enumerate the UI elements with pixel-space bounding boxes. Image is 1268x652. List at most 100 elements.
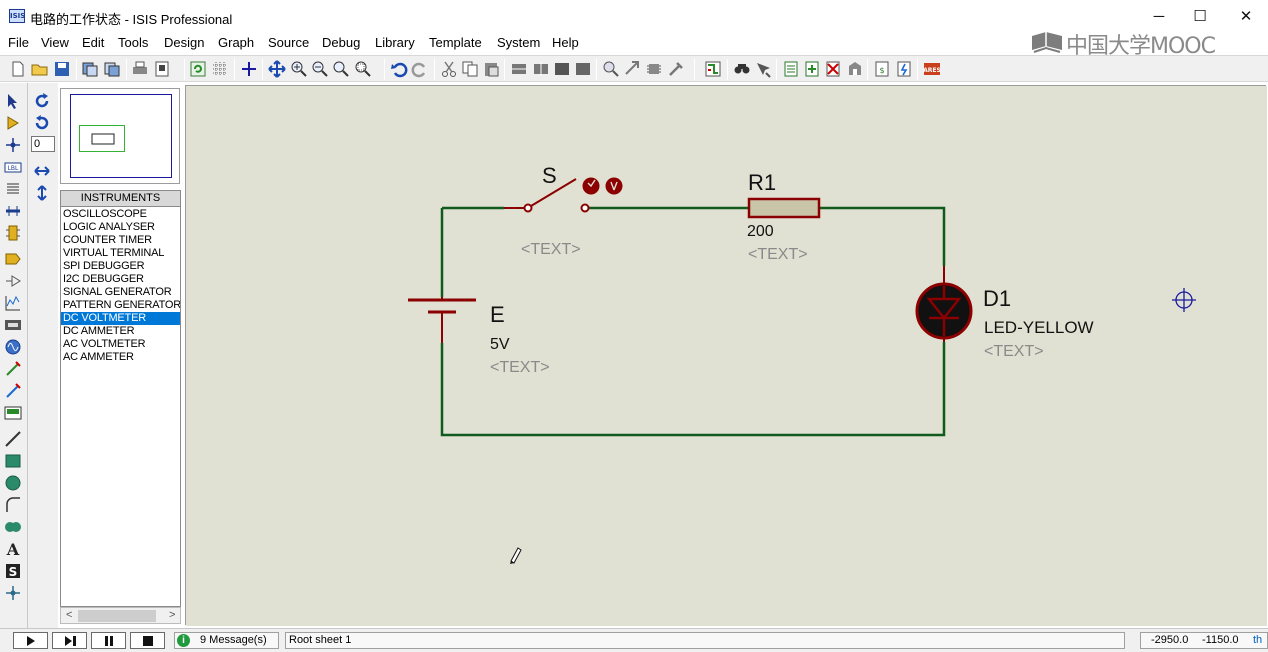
wire-label-icon[interactable]: LBL bbox=[4, 158, 22, 176]
wire-resistor-led[interactable] bbox=[819, 206, 946, 266]
component-mode-icon[interactable] bbox=[4, 114, 22, 132]
copy-icon[interactable] bbox=[461, 60, 479, 78]
zoom-in-icon[interactable] bbox=[290, 60, 308, 78]
zoom-out-icon[interactable] bbox=[311, 60, 329, 78]
step-button[interactable] bbox=[52, 632, 87, 649]
voltage-probe-icon[interactable] bbox=[4, 360, 22, 378]
paste-icon[interactable] bbox=[482, 60, 500, 78]
grid-icon[interactable] bbox=[211, 60, 229, 78]
menu-graph[interactable]: Graph bbox=[218, 35, 255, 50]
list-item-logic-analyser[interactable]: LOGIC ANALYSER bbox=[63, 221, 155, 233]
line-tool-icon[interactable] bbox=[4, 430, 22, 448]
refresh-icon[interactable] bbox=[189, 60, 207, 78]
led-component[interactable]: D1 LED-YELLOW <TEXT> bbox=[915, 266, 1094, 360]
scroll-left-arrow[interactable]: < bbox=[66, 609, 73, 621]
zoom-area-icon[interactable] bbox=[354, 60, 372, 78]
current-probe-icon[interactable] bbox=[4, 382, 22, 400]
menu-library[interactable]: Library bbox=[375, 35, 415, 50]
menu-view[interactable]: View bbox=[41, 35, 69, 50]
messages-indicator[interactable]: i 9 Message(s) bbox=[174, 632, 279, 649]
menu-debug[interactable]: Debug bbox=[322, 35, 361, 50]
resistor-component[interactable]: R1 200 <TEXT> bbox=[747, 170, 821, 263]
minimize-button[interactable]: ─ bbox=[1153, 8, 1165, 25]
redo-icon[interactable] bbox=[411, 60, 429, 78]
ares-icon[interactable]: ARES bbox=[923, 60, 941, 78]
new-sheet-icon[interactable] bbox=[782, 60, 800, 78]
coord-unit[interactable]: th bbox=[1253, 634, 1263, 646]
origin-marker-icon[interactable] bbox=[1172, 288, 1196, 312]
list-item-virtual-terminal[interactable]: VIRTUAL TERMINAL bbox=[63, 247, 165, 259]
menu-tools[interactable]: Tools bbox=[118, 35, 149, 50]
rotation-angle-input[interactable]: 0 bbox=[31, 136, 55, 152]
area-icon[interactable] bbox=[153, 60, 171, 78]
play-button[interactable] bbox=[13, 632, 48, 649]
generator-mode-icon[interactable] bbox=[4, 338, 22, 356]
circle-tool-icon[interactable] bbox=[4, 474, 22, 492]
list-item-dc-voltmeter-selected[interactable]: DC VOLTMETER bbox=[61, 312, 180, 325]
menu-design[interactable]: Design bbox=[164, 35, 205, 50]
junction-dot-icon[interactable] bbox=[4, 136, 22, 154]
virtual-instrument-icon[interactable] bbox=[4, 404, 22, 422]
cut-icon[interactable] bbox=[440, 60, 458, 78]
undo-icon[interactable] bbox=[390, 60, 408, 78]
overview-window[interactable] bbox=[60, 88, 180, 184]
device-pins-icon[interactable] bbox=[4, 272, 22, 290]
close-button[interactable]: ✕ bbox=[1239, 8, 1253, 25]
box-tool-icon[interactable] bbox=[4, 452, 22, 470]
decompose-icon[interactable] bbox=[667, 60, 685, 78]
circuit-wires[interactable] bbox=[440, 206, 946, 437]
remove-sheet-icon[interactable] bbox=[824, 60, 842, 78]
pause-button[interactable] bbox=[91, 632, 126, 649]
battery-component[interactable]: E 5V <TEXT> bbox=[408, 297, 550, 376]
tape-recorder-icon[interactable] bbox=[4, 316, 22, 334]
list-item-i2c-debugger[interactable]: I2C DEBUGGER bbox=[63, 273, 144, 285]
menu-template[interactable]: Template bbox=[429, 35, 482, 50]
graph-mode-icon[interactable] bbox=[4, 294, 22, 312]
subcircuit-icon[interactable] bbox=[4, 224, 22, 242]
switch-toggle-open-icon[interactable] bbox=[605, 177, 623, 195]
packaging-icon[interactable] bbox=[645, 60, 663, 78]
wire-bottom[interactable] bbox=[440, 342, 946, 437]
mirror-vertical-icon[interactable] bbox=[33, 184, 51, 202]
bus-icon[interactable] bbox=[4, 202, 22, 220]
open-folder-icon[interactable] bbox=[31, 60, 49, 78]
menu-source[interactable]: Source bbox=[268, 35, 310, 50]
export-icon[interactable] bbox=[103, 60, 121, 78]
text-tool-icon[interactable]: A bbox=[4, 540, 22, 558]
scroll-right-arrow[interactable]: > bbox=[169, 609, 176, 621]
menu-help[interactable]: Help bbox=[552, 35, 579, 50]
save-icon[interactable] bbox=[53, 60, 71, 78]
origin-icon[interactable] bbox=[240, 60, 258, 78]
list-item-ac-ammeter[interactable]: AC AMMETER bbox=[63, 351, 134, 363]
block-rotate-icon[interactable] bbox=[553, 60, 571, 78]
stop-button[interactable] bbox=[130, 632, 165, 649]
exit-sheet-icon[interactable] bbox=[846, 60, 864, 78]
instruments-scrollbar[interactable]: < > bbox=[60, 607, 181, 624]
schematic-editor[interactable]: S <TEXT> R1 200 <TEXT> E 5V <TEXT> bbox=[185, 85, 1267, 626]
list-item-oscilloscope[interactable]: OSCILLOSCOPE bbox=[63, 208, 147, 220]
search-tag-icon[interactable] bbox=[733, 60, 751, 78]
text-script-icon[interactable] bbox=[4, 180, 22, 198]
scroll-thumb[interactable] bbox=[78, 610, 156, 622]
path-tool-icon[interactable] bbox=[4, 518, 22, 536]
pan-icon[interactable] bbox=[268, 60, 286, 78]
menu-system[interactable]: System bbox=[497, 35, 541, 50]
schematic-canvas[interactable]: S <TEXT> R1 200 <TEXT> E 5V <TEXT> bbox=[186, 86, 1267, 626]
block-copy-icon[interactable] bbox=[510, 60, 528, 78]
bill-of-materials-icon[interactable]: $ bbox=[873, 60, 891, 78]
view-area-box[interactable] bbox=[79, 125, 125, 152]
block-move-icon[interactable] bbox=[532, 60, 550, 78]
list-item-signal-generator[interactable]: SIGNAL GENERATOR bbox=[63, 286, 172, 298]
property-assign-icon[interactable] bbox=[754, 60, 772, 78]
list-item-counter-timer[interactable]: COUNTER TIMER bbox=[63, 234, 152, 246]
print-icon[interactable] bbox=[131, 60, 149, 78]
arc-tool-icon[interactable] bbox=[4, 496, 22, 514]
maximize-button[interactable]: ☐ bbox=[1193, 8, 1207, 25]
marker-tool-icon[interactable] bbox=[4, 584, 22, 602]
list-item-dc-ammeter[interactable]: DC AMMETER bbox=[63, 325, 135, 337]
selection-mode-icon[interactable] bbox=[4, 92, 22, 110]
list-item-pattern-generator[interactable]: PATTERN GENERATOR bbox=[63, 299, 180, 311]
pick-device-icon[interactable] bbox=[602, 60, 620, 78]
menu-edit[interactable]: Edit bbox=[82, 35, 105, 50]
symbol-tool-icon[interactable]: S bbox=[4, 562, 22, 580]
